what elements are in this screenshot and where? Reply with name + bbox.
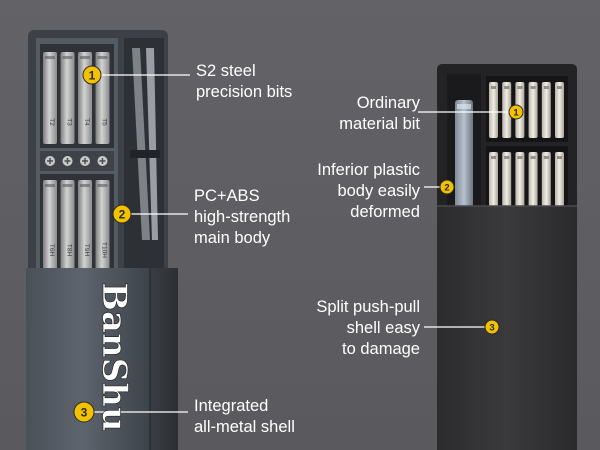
bit-label: T9H — [83, 244, 90, 257]
left-callout-3-line-1: Integrated — [194, 397, 269, 415]
left-badge-3: 3 — [73, 401, 95, 423]
left-badge-1: 1 — [82, 65, 102, 85]
screwdriver-bit — [541, 82, 551, 138]
left-badge-2: 2 — [112, 204, 132, 224]
svg-text:BanShu: BanShu — [94, 282, 134, 431]
screwdriver-bit — [502, 152, 512, 208]
screwdriver-bit — [528, 82, 538, 138]
svg-text:1: 1 — [89, 69, 96, 83]
right-callout-2-line-3: deformed — [350, 203, 420, 221]
right-callout-1-text: Ordinary material bit — [339, 93, 420, 135]
bit-label: T2 — [48, 118, 55, 126]
left-callout-1-line-2: precision bits — [196, 83, 293, 101]
screwdriver-bit — [43, 180, 57, 270]
left-callout-2-line-2: high-strength — [194, 208, 291, 226]
svg-text:3: 3 — [81, 406, 88, 420]
bit-label: T3 — [66, 118, 73, 126]
left-callout-2-text: PC+ABS high-strength main body — [194, 186, 290, 249]
screwdriver-bit — [555, 82, 564, 138]
left-callout-3-text: Integrated all-metal shell — [194, 396, 295, 438]
screwdriver-bit — [95, 52, 110, 144]
right-callout-2-line-1: Inferior plastic — [317, 161, 420, 179]
right-callout-2-line-2: body easily — [337, 182, 420, 200]
right-callout-1-line-2: material bit — [339, 115, 420, 133]
right-callout-3-text: Split push-pull shell easy to damage — [316, 297, 420, 360]
screwdriver-bit — [502, 82, 512, 138]
bit-label: T5 — [101, 118, 108, 126]
screwdriver-bit — [489, 82, 498, 138]
right-badge-3: 3 — [484, 319, 500, 335]
leader-lines — [84, 74, 516, 413]
svg-text:1: 1 — [513, 108, 519, 119]
number-badges: 1 2 3 1 2 3 — [73, 65, 524, 423]
left-callout-1-line-1: S2 steel — [196, 62, 256, 80]
screwdriver-bit — [60, 52, 75, 144]
right-callout-3-line-3: to damage — [342, 340, 420, 358]
screwdriver-bit — [43, 52, 57, 144]
right-callout-2-text: Inferior plastic body easily deformed — [317, 160, 420, 223]
left-callout-2-line-1: PC+ABS — [194, 187, 260, 205]
right-callout-1-line-1: Ordinary — [356, 94, 420, 112]
banshu-logo: BanShu — [94, 282, 135, 432]
right-badge-2: 2 — [439, 179, 455, 195]
left-callout-2-line-3: main body — [194, 229, 271, 247]
banshu-screwdriver-case: T2 T3 T4 T5 T6H T8H T9H T10H — [26, 30, 178, 450]
screwdriver-bit — [515, 152, 525, 208]
screwdriver-bit — [555, 152, 564, 208]
screwdriver-bit — [78, 180, 92, 270]
svg-text:3: 3 — [489, 323, 494, 334]
right-badge-1: 1 — [508, 104, 524, 120]
bit-label: T4 — [83, 118, 90, 126]
svg-text:2: 2 — [119, 208, 126, 222]
competitor-screwdriver-case — [437, 64, 577, 450]
screwdriver-bit — [489, 152, 498, 208]
left-callout-1-text: S2 steel precision bits — [196, 61, 292, 103]
bit-label: T6H — [48, 244, 55, 257]
screwdriver-bit — [60, 180, 75, 270]
left-callout-3-line-2: all-metal shell — [194, 418, 295, 436]
svg-text:2: 2 — [444, 183, 449, 194]
bit-label: T10H — [101, 242, 108, 258]
screwdriver-bit — [528, 152, 538, 208]
right-callout-3-line-1: Split push-pull — [316, 298, 420, 316]
bit-label: T8H — [66, 244, 73, 257]
screwdriver-bit — [541, 152, 551, 208]
right-callout-3-line-2: shell easy — [346, 319, 420, 337]
screwdriver-bit — [95, 180, 110, 270]
